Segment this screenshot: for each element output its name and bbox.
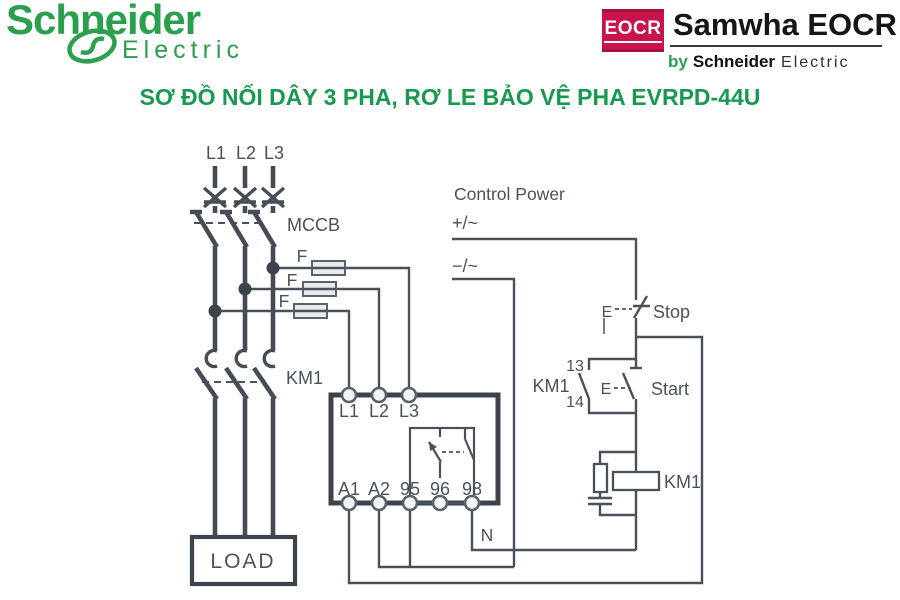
start-label: Start <box>651 379 689 399</box>
relay-term-label-98: 98 <box>462 479 482 499</box>
fuse-2-label: F <box>287 270 298 290</box>
aux-14-label: 14 <box>566 394 584 411</box>
byline-brand: Schneider <box>692 52 776 71</box>
schneider-logo-sub: Electric <box>122 36 244 64</box>
byline-by: by <box>668 52 688 71</box>
phase-L1-pole <box>190 166 228 539</box>
stop-button-symbol: E Stop <box>602 295 690 334</box>
km1-coil-label: KM1 <box>664 472 701 492</box>
relay-terminal-98 <box>463 494 481 512</box>
minus-label: −/~ <box>452 256 478 276</box>
phase-label-l3: L3 <box>264 143 284 163</box>
relay-terminal-96 <box>431 494 449 512</box>
phase-L3-pole <box>248 166 286 539</box>
mccb-label: MCCB <box>287 215 340 235</box>
fuse-3: F <box>279 291 328 319</box>
start-button-symbol: E Start <box>601 366 689 400</box>
contactor-km1-symbol: KM1 <box>202 368 323 388</box>
mccb-symbol: MCCB <box>194 215 340 235</box>
samwha-brand: Samwha EOCR <box>673 7 897 42</box>
relay-term-label-95: 95 <box>400 479 420 499</box>
control-power-label: Control Power <box>454 184 565 204</box>
start-actuator-label: E <box>601 381 612 398</box>
schneider-se-icon <box>67 28 117 64</box>
eocr-badge-text: EOCR <box>603 18 663 43</box>
fuse-3-label: F <box>279 291 290 311</box>
control-wiring <box>215 237 704 585</box>
relay-term-label-a1: A1 <box>338 479 360 499</box>
junction-dot-L1 <box>208 304 222 318</box>
relay-term-label-l1: L1 <box>339 401 359 421</box>
plus-label: +/~ <box>452 213 478 233</box>
control-power: Control Power +/~ −/~ <box>452 184 565 276</box>
relay-terminal-a1 <box>340 494 358 512</box>
aux-13-label: 13 <box>566 358 584 375</box>
fuse-2: F <box>287 270 337 297</box>
km1-coil: KM1 <box>611 470 701 492</box>
relay-terminal-l1 <box>340 386 358 404</box>
schneider-logo-name: Schneider <box>6 0 201 43</box>
load-box: LOAD <box>189 534 298 587</box>
relay-terminal-95 <box>401 494 419 512</box>
schneider-logo: Schneider Electric <box>6 0 296 78</box>
relay-terminal-l3 <box>400 386 418 404</box>
phase-label-l1: L1 <box>206 143 226 163</box>
capacitor-symbol <box>588 496 612 506</box>
relay-term-label-l3: L3 <box>399 401 419 421</box>
relay-terminal-a2 <box>370 494 388 512</box>
junction-dot-L3 <box>266 261 280 275</box>
page-title: SƠ ĐỒ NỐI DÂY 3 PHA, RƠ LE BẢO VỆ PHA EV… <box>139 84 761 110</box>
eocr-badge: EOCR <box>602 9 664 52</box>
rc-snubber <box>588 462 612 506</box>
km1-aux-contact: 13 14 KM1 <box>532 358 584 411</box>
relay-terminal-l2 <box>370 386 388 404</box>
relay-output-contacts <box>428 428 476 478</box>
relay-term-label-96: 96 <box>430 479 450 499</box>
relay-term-label-a2: A2 <box>368 479 390 499</box>
eocr-relay-box: L1 L2 L3 A1 A2 95 96 98 <box>328 386 501 512</box>
phase-L2-pole <box>220 166 258 539</box>
fuse-1: F <box>297 246 346 276</box>
fuse-1-label: F <box>297 246 308 266</box>
samwha-rule <box>670 45 882 47</box>
junction-dot-L2 <box>238 282 252 296</box>
neutral-label: N <box>481 525 494 545</box>
aux-km1-label: KM1 <box>532 376 569 396</box>
stop-actuator-label: E <box>602 304 613 321</box>
byline-sub: Electric <box>781 54 850 71</box>
load-label: LOAD <box>210 550 275 573</box>
contactor-km1-label: KM1 <box>286 368 323 388</box>
stop-label: Stop <box>653 302 690 322</box>
resistor-symbol <box>592 462 609 494</box>
phase-label-l2: L2 <box>236 143 256 163</box>
relay-term-label-l2: L2 <box>369 401 389 421</box>
